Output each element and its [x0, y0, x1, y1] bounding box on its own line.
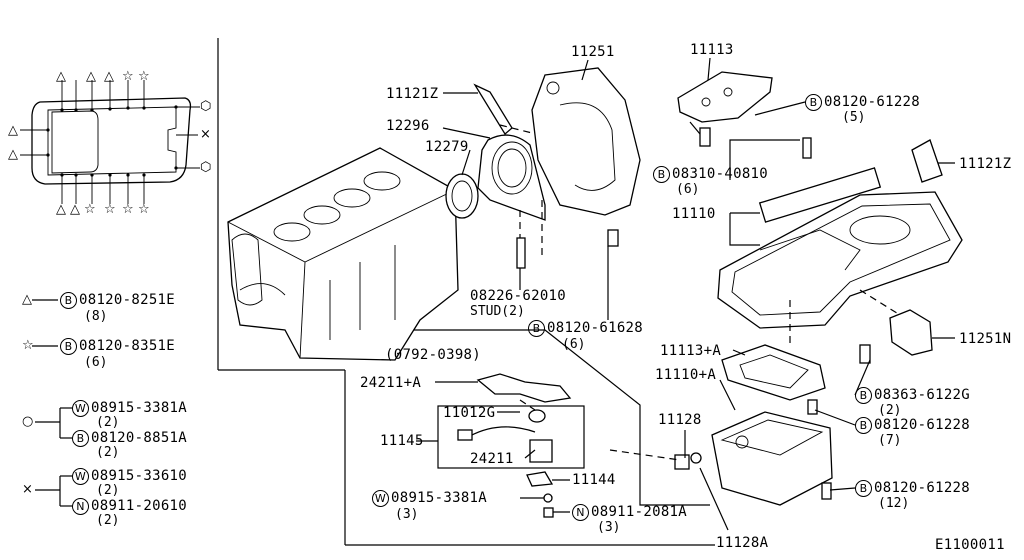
part-label: 11144: [572, 472, 616, 488]
legend-qty: (2): [96, 483, 120, 498]
part-label: 24211+A: [360, 375, 422, 391]
legend-qty: (2): [96, 415, 120, 430]
oil-pan-upper: [717, 137, 963, 329]
star-mark: ☆: [84, 202, 96, 217]
part-label: 12279: [425, 139, 469, 155]
legend-brackets: [32, 299, 72, 507]
rear-plate: [531, 67, 641, 260]
part-label: 11121Z: [386, 86, 439, 102]
part-label: 11012G: [443, 405, 496, 421]
callout-qty: (6): [562, 337, 586, 352]
hexagon-mark: ⬡: [200, 99, 212, 114]
callout-qty: (6): [676, 182, 700, 197]
hexagon-mark: ⬡: [200, 160, 212, 175]
part-label: 11251: [571, 44, 615, 60]
star-mark: ☆: [122, 202, 134, 217]
oil-pan-lower: [674, 300, 833, 506]
part-label: 11145: [380, 433, 424, 449]
part-label: 11113: [690, 42, 734, 58]
triangle-mark: △: [8, 123, 18, 138]
part-label: 11128A: [716, 535, 769, 551]
triangle-mark: △: [70, 202, 80, 217]
callout-qty: (3): [597, 520, 621, 535]
legend-star-symbol: ☆: [22, 338, 34, 353]
callout-qty: (2): [878, 403, 902, 418]
star-mark: ☆: [138, 69, 150, 84]
stud-label: STUD(2): [470, 304, 525, 319]
triangle-mark: △: [86, 69, 96, 84]
baffle-plate: [677, 71, 773, 147]
triangle-mark: △: [56, 69, 66, 84]
star-mark: ☆: [122, 69, 134, 84]
part-label: 24211: [470, 451, 514, 467]
callout-qty: (7): [878, 433, 902, 448]
part-label: 11121Z: [959, 156, 1012, 172]
seal-retainer: [445, 83, 546, 269]
panel-dividers: [217, 38, 715, 546]
pan-cover: [859, 289, 933, 364]
legend-triangle-symbol: △: [22, 292, 32, 307]
gasket-top-view: [20, 80, 200, 204]
callout-qty: (3): [395, 507, 419, 522]
legend-circle-symbol: ○: [22, 414, 34, 429]
triangle-mark: △: [56, 202, 66, 217]
part-label: 12296: [386, 118, 430, 134]
legend-qty: (2): [96, 445, 120, 460]
triangle-mark: △: [104, 69, 114, 84]
legend-qty: (6): [84, 355, 108, 370]
engine-block: [227, 147, 459, 361]
leader-lines: [416, 57, 955, 531]
legend-cross-symbol: ×: [22, 482, 33, 497]
callout-qty: (12): [878, 496, 910, 511]
part-label: 11128: [658, 412, 702, 428]
part-label: 11251N: [959, 331, 1012, 347]
diagram-code: E1100011: [935, 537, 1005, 553]
star-mark: ☆: [104, 202, 116, 217]
date-range-label: (0792-0398): [385, 347, 482, 363]
legend-qty: (8): [84, 309, 108, 324]
cross-mark: ×: [200, 127, 211, 142]
part-label: 11113+A: [660, 343, 722, 359]
stud-part-number: 08226-62010: [470, 288, 567, 304]
star-mark: ☆: [138, 202, 150, 217]
triangle-mark: △: [8, 147, 18, 162]
legend-qty: (2): [96, 513, 120, 528]
strainer-assembly: [437, 373, 585, 518]
callout-qty: (5): [842, 110, 866, 125]
part-label: 11110: [672, 206, 716, 222]
part-label: 11110+A: [655, 367, 717, 383]
